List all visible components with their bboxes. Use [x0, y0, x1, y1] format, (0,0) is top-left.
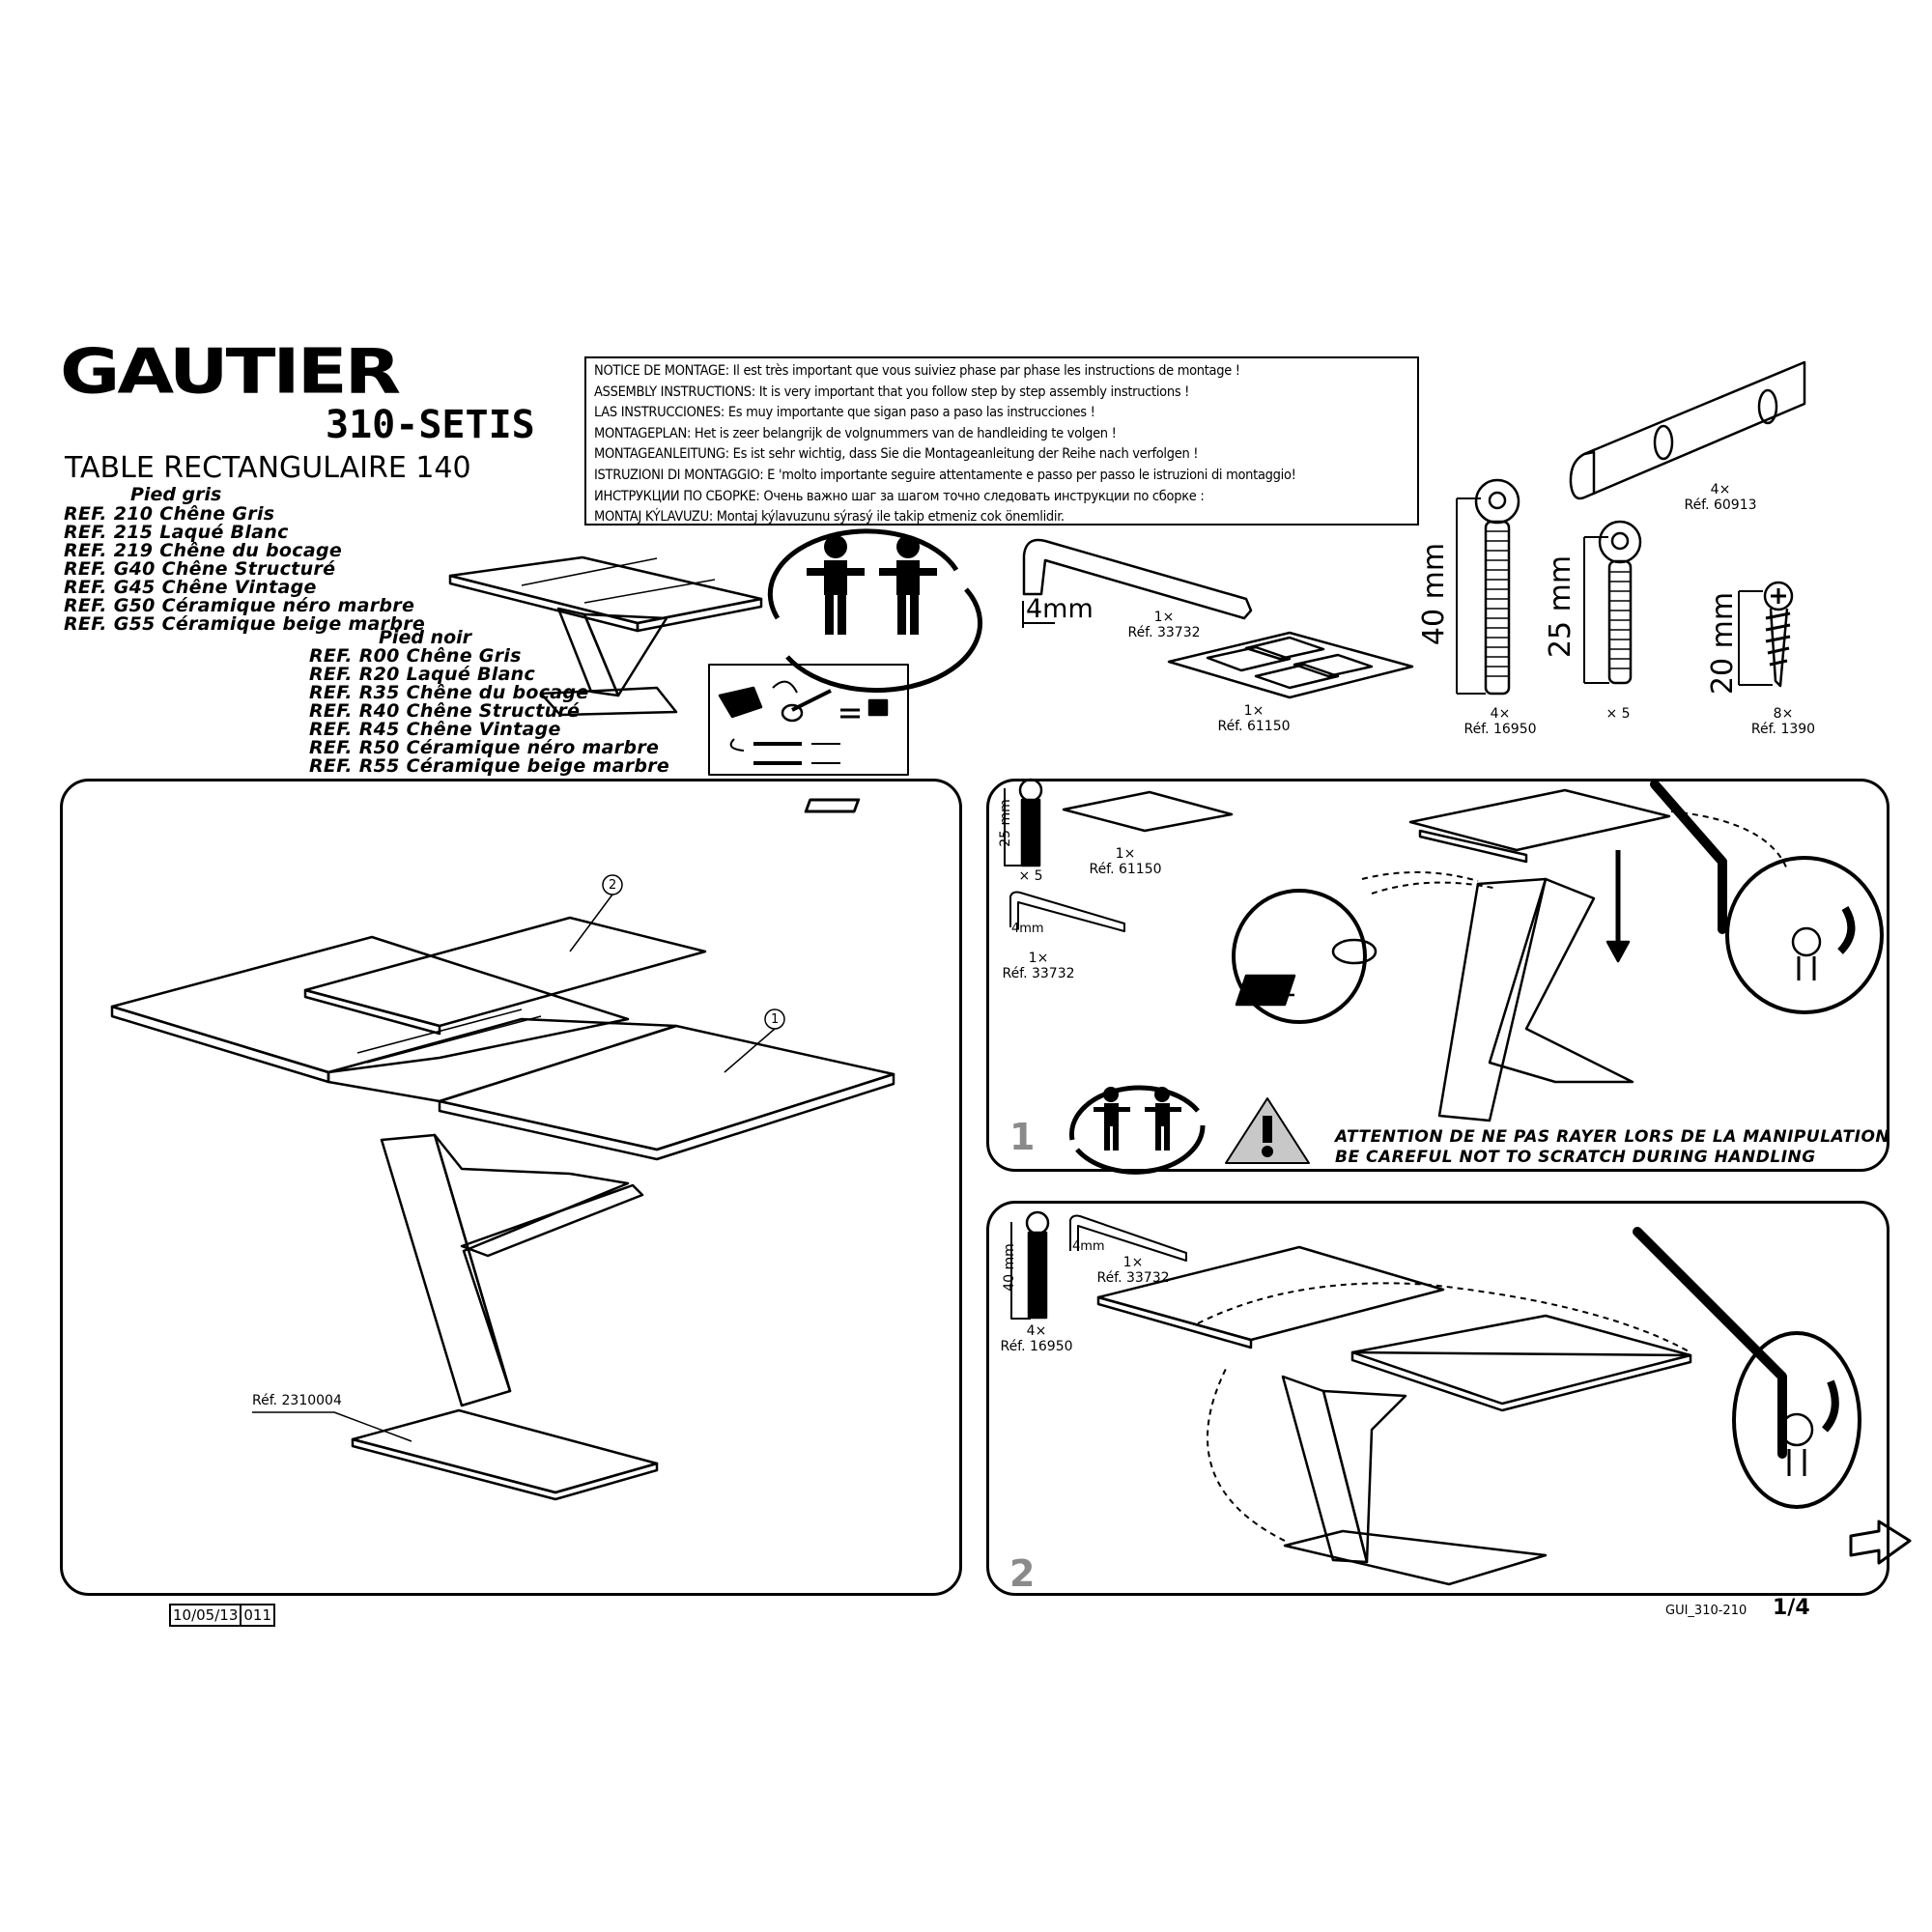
bolt-25-qty: × 5	[1605, 706, 1631, 722]
bolt-25-length: 25 mm	[1544, 554, 1578, 659]
finish-ref: REF. R00 Chêne Gris	[309, 645, 522, 667]
exploded-table-drawing	[110, 874, 895, 1501]
finish-ref: REF. 210 Chêne Gris	[64, 503, 275, 525]
finish-ref: REF. 219 Chêne du bocage	[64, 540, 343, 561]
notice-line-it: ISTRUZIONI DI MONTAGGIO: E 'molto import…	[594, 467, 1296, 483]
pads-ref: Réf. 61150	[1217, 719, 1291, 734]
step1-pads-ref: Réf. 61150	[1089, 862, 1162, 877]
model-name: 310-SETIS	[326, 403, 535, 447]
brand-logo: GAUTIER	[60, 334, 401, 408]
finish-ref: REF. G45 Chêne Vintage	[64, 577, 317, 598]
assembly-notice-box: NOTICE DE MONTAGE: Il est très important…	[584, 356, 1419, 526]
tools-required-box	[708, 664, 909, 776]
step2-bolt-ref: Réf. 16950	[1000, 1339, 1073, 1354]
pad-sheet-drawing	[1167, 631, 1414, 699]
step2-allen-size: 4mm	[1072, 1239, 1105, 1254]
finish-ref: REF. G55 Céramique beige marbre	[64, 613, 426, 635]
finish-ref: REF. R40 Chêne Structuré	[309, 700, 581, 722]
base-ref-label: Réf. 2310004	[252, 1393, 342, 1408]
callout-2: 2	[609, 878, 617, 893]
step1-number: 1	[1009, 1116, 1036, 1158]
callout-1: 1	[771, 1012, 780, 1027]
step1-allen-size: 4mm	[1011, 922, 1044, 936]
wood-screw-20mm-drawing	[1738, 581, 1794, 688]
page-number: 1/4	[1773, 1596, 1810, 1620]
screw-20-qty: 8×	[1773, 706, 1794, 722]
step1-allen-ref: Réf. 33732	[1002, 966, 1075, 981]
allen-key-size: 4mm	[1026, 594, 1094, 624]
step1-bolt-qty: × 5	[1018, 868, 1043, 884]
finish-ref: REF. G40 Chêne Structuré	[64, 558, 336, 580]
finish-ref: REF. R55 Céramique beige marbre	[309, 755, 670, 777]
finish-ref: REF. R50 Céramique néro marbre	[309, 737, 660, 758]
connector-plate-drawing	[1569, 360, 1806, 500]
bolt-40-ref: Réf. 16950	[1463, 722, 1537, 737]
next-page-arrow-icon	[1849, 1520, 1912, 1565]
finish-ref: REF. G50 Céramique néro marbre	[64, 595, 415, 616]
finish-ref: REF. R45 Chêne Vintage	[309, 719, 561, 740]
notice-line-en: ASSEMBLY INSTRUCTIONS: It is very import…	[594, 384, 1190, 400]
step1-drawing	[804, 778, 1884, 1175]
step2-bolt-length: 40 mm	[1001, 1243, 1017, 1292]
notice-line-tr: MONTAJ KÝLAVUZU: Montaj kýlavuzunu sýras…	[594, 509, 1065, 526]
step1-panel	[986, 779, 1889, 1172]
footer-date: 10/05/13	[173, 1606, 239, 1624]
step2-panel	[986, 1201, 1889, 1596]
date-revision-box: 10/05/13 011	[169, 1604, 276, 1627]
document-reference: GUI_310-210	[1665, 1604, 1747, 1618]
pied-noir-heading: Pied noir	[379, 627, 472, 648]
table-preview-illustration	[448, 555, 763, 717]
step2-bolt-qty: 4×	[1026, 1323, 1047, 1339]
screw-20-ref: Réf. 1390	[1750, 722, 1816, 737]
bolt-40-qty: 4×	[1490, 706, 1511, 722]
two-person-assembly-icon	[767, 528, 983, 694]
overview-panel	[60, 779, 962, 1596]
notice-line-ru: ИНСТРУКЦИИ ПО СБОРКЕ: Очень важно шаг за…	[594, 488, 1205, 504]
notice-line-nl: MONTAGEPLAN: Het is zeer belangrijk de v…	[594, 425, 1117, 441]
allen-key-qty: 1×	[1153, 610, 1175, 625]
warning-text-en: BE CAREFUL NOT TO SCRATCH DURING HANDLIN…	[1335, 1148, 1816, 1167]
footer-revision: 011	[240, 1605, 273, 1625]
bolt-40mm-drawing	[1456, 478, 1520, 696]
finish-ref: REF. 215 Laqué Blanc	[64, 522, 289, 543]
finish-ref: REF. R20 Laqué Blanc	[309, 664, 536, 685]
allen-key-ref: Réf. 33732	[1127, 625, 1201, 640]
warning-text-fr: ATTENTION DE NE PAS RAYER LORS DE LA MAN…	[1335, 1127, 1890, 1147]
plate-ref: Réf. 60913	[1684, 497, 1757, 513]
notice-line-fr: NOTICE DE MONTAGE: Il est très important…	[594, 363, 1240, 379]
step2-allen-ref: Réf. 33732	[1096, 1270, 1170, 1286]
pads-qty: 1×	[1243, 703, 1264, 719]
product-title: TABLE RECTANGULAIRE 140	[65, 451, 471, 485]
step1-allen-qty: 1×	[1028, 951, 1049, 966]
plate-qty: 4×	[1710, 482, 1731, 497]
notice-line-de: MONTAGEANLEITUNG: Es ist sehr wichtig, d…	[594, 446, 1199, 463]
pied-gris-heading: Pied gris	[130, 484, 222, 505]
allen-key-drawing	[1022, 538, 1253, 628]
finish-ref: REF. R35 Chêne du bocage	[309, 682, 589, 703]
step2-allen-qty: 1×	[1122, 1255, 1144, 1270]
bolt-40-length: 40 mm	[1417, 542, 1452, 646]
screw-20-length: 20 mm	[1706, 591, 1741, 696]
bolt-25mm-drawing	[1583, 520, 1642, 685]
step2-number: 2	[1009, 1552, 1036, 1595]
step1-pads-qty: 1×	[1115, 846, 1136, 862]
step2-drawing	[1010, 1210, 1861, 1586]
notice-line-es: LAS INSTRUCCIONES: Es muy importante que…	[594, 405, 1095, 421]
step1-bolt-length: 25 mm	[997, 799, 1013, 847]
